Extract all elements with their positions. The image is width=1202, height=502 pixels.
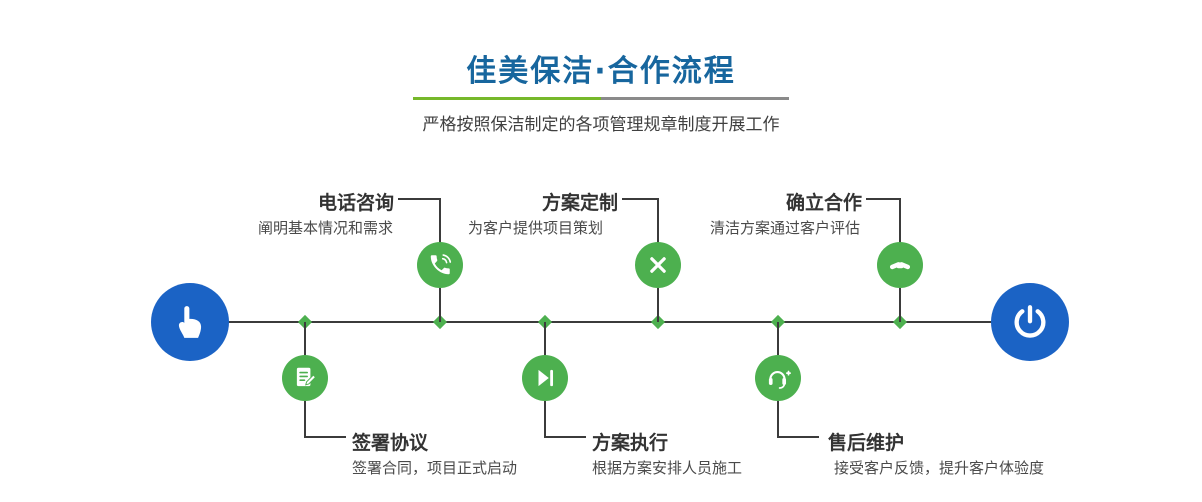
power-icon — [1010, 302, 1050, 342]
connector-line — [622, 198, 659, 200]
step-node-confirm-coop — [877, 242, 923, 288]
step-desc-sign-agreement: 签署合同，项目正式启动 — [352, 459, 518, 477]
step-title-phone-consult: 电话咨询 — [318, 192, 395, 214]
connector-line — [544, 322, 546, 355]
step-desc-aftersales: 接受客户反馈，提升客户体验度 — [834, 459, 1045, 477]
phone-icon — [427, 252, 453, 278]
step-desc-plan-execute: 根据方案安排人员施工 — [592, 459, 743, 477]
connector-line — [304, 436, 346, 438]
connector-line — [657, 198, 659, 243]
step-title-aftersales: 售后维护 — [828, 432, 905, 454]
connector-line — [398, 198, 441, 200]
underline-green-segment — [413, 97, 601, 100]
title-underline — [413, 97, 789, 100]
step-title-confirm-coop: 确立合作 — [786, 192, 863, 214]
page-subtitle: 严格按照保洁制定的各项管理规章制度开展工作 — [422, 115, 780, 135]
timeline-line — [190, 321, 1030, 323]
step-node-plan-custom — [635, 242, 681, 288]
connector-line — [439, 288, 441, 322]
connector-line — [777, 322, 779, 355]
step-node-phone-consult — [417, 242, 463, 288]
connector-line — [544, 436, 586, 438]
connector-line — [304, 401, 306, 438]
aftersales-headset-icon — [765, 365, 791, 391]
handshake-icon — [887, 252, 913, 278]
step-title-plan-custom: 方案定制 — [542, 192, 619, 214]
step-node-plan-execute — [522, 355, 568, 401]
connector-line — [657, 288, 659, 322]
hand-pointer-icon — [171, 303, 209, 341]
step-desc-confirm-coop: 清洁方案通过客户评估 — [710, 219, 861, 237]
timeline-start-node — [151, 283, 229, 361]
step-node-aftersales — [755, 355, 801, 401]
connector-line — [304, 322, 306, 355]
step-desc-phone-consult: 阐明基本情况和需求 — [258, 219, 394, 237]
step-title-sign-agreement: 签署协议 — [352, 432, 429, 454]
connector-line — [866, 198, 901, 200]
step-node-sign-agreement — [282, 355, 328, 401]
step-desc-plan-custom: 为客户提供项目策划 — [468, 219, 604, 237]
connector-line — [899, 198, 901, 243]
timeline-end-node — [991, 283, 1069, 361]
step-title-plan-execute: 方案执行 — [592, 432, 669, 454]
connector-line — [777, 436, 819, 438]
connector-line — [899, 288, 901, 322]
contract-icon — [292, 365, 318, 391]
underline-gray-segment — [601, 97, 789, 100]
connector-line — [544, 401, 546, 438]
connector-line — [439, 198, 441, 243]
design-pen-icon — [645, 252, 671, 278]
connector-line — [777, 401, 779, 438]
execute-play-icon — [532, 365, 558, 391]
page-title: 佳美保洁·合作流程 — [466, 54, 736, 89]
